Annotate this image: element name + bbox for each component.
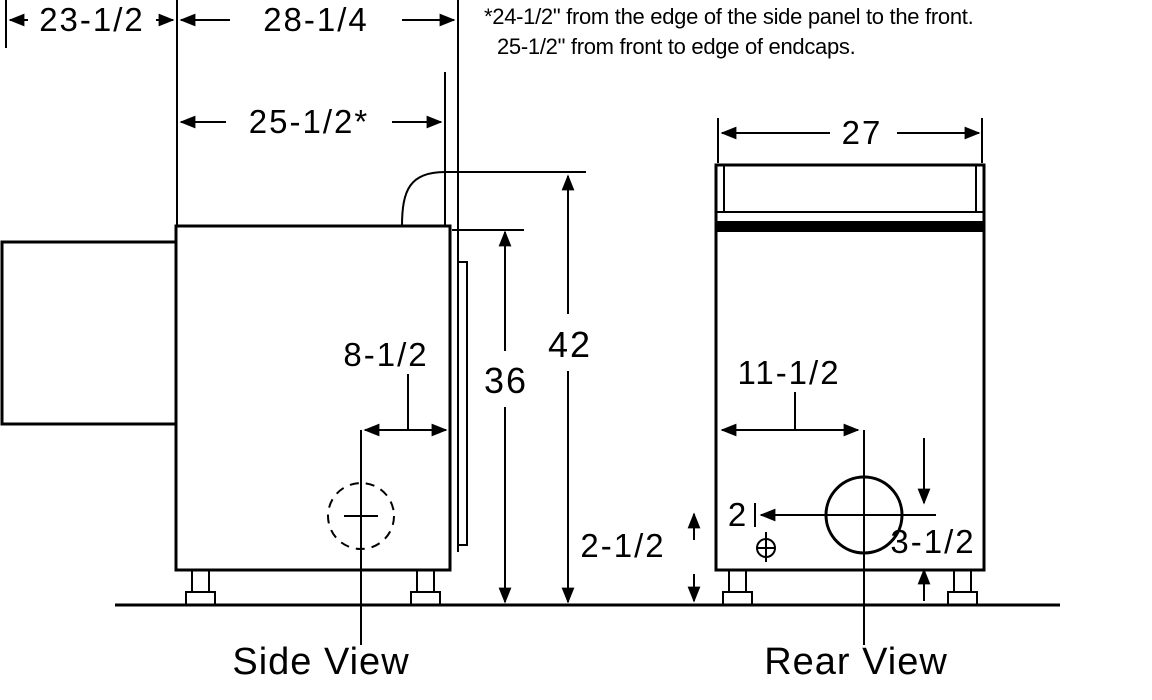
caption-side-view: Side View — [232, 641, 409, 683]
dim-label-2-1-2: 2-1/2 — [580, 527, 665, 564]
dim-label-3-1-2: 3-1/2 — [890, 523, 975, 560]
dim-23-1-2: 23-1/2 — [8, 1, 175, 38]
footnote: *24-1/2" from the edge of the side panel… — [484, 4, 974, 59]
door-panel — [457, 261, 468, 546]
side-rear-cabinet — [0, 240, 178, 426]
rear-foot-right — [947, 569, 978, 606]
dim-2-1-2: 2-1/2 — [580, 512, 701, 603]
dim-42: 42 — [446, 171, 592, 604]
vent-elbow — [401, 171, 446, 227]
foot-leg — [191, 569, 210, 593]
dim-label-2: 2 — [728, 496, 748, 533]
dim-25-1-2: 25-1/2* — [179, 103, 443, 140]
dim-27: 27 — [720, 114, 981, 151]
dim-label-42: 42 — [548, 324, 592, 365]
foot-leg — [953, 569, 972, 593]
foot-base — [410, 591, 441, 606]
dim-36: 36 — [452, 229, 528, 604]
side-foot-left — [185, 569, 216, 606]
foot-base — [947, 591, 978, 606]
footnote-line-2: 25-1/2" from front to edge of endcaps. — [497, 34, 855, 59]
dim-2: 2 — [728, 496, 936, 533]
gas-inlet — [756, 532, 776, 562]
rear-body — [714, 163, 986, 572]
foot-base — [185, 591, 216, 606]
dim-label-25-1-2: 25-1/2* — [249, 103, 369, 140]
dim-3-1-2: 3-1/2 — [890, 438, 975, 601]
dim-label-28-1-4: 28-1/4 — [263, 1, 369, 38]
trim-band — [716, 221, 984, 232]
dim-label-27: 27 — [842, 114, 883, 151]
foot-leg — [728, 569, 747, 593]
dim-label-11-1-2: 11-1/2 — [737, 354, 840, 391]
dim-label-36: 36 — [484, 360, 528, 401]
side-foot-right — [410, 569, 441, 606]
caption-rear-view: Rear View — [764, 641, 948, 683]
dim-11-1-2: 11-1/2 — [720, 354, 860, 437]
footnote-line-1: *24-1/2" from the edge of the side panel… — [484, 4, 973, 29]
dim-28-1-4: 28-1/4 — [179, 1, 456, 38]
dim-label-23-1-2: 23-1/2 — [39, 1, 145, 38]
rear-foot-left — [722, 569, 753, 606]
dim-8-1-2: 8-1/2 — [343, 336, 448, 437]
foot-base — [722, 591, 753, 606]
rear-view — [714, 118, 986, 645]
side-view — [0, 0, 468, 645]
dim-label-8-1-2: 8-1/2 — [343, 336, 428, 373]
foot-leg — [416, 569, 435, 593]
